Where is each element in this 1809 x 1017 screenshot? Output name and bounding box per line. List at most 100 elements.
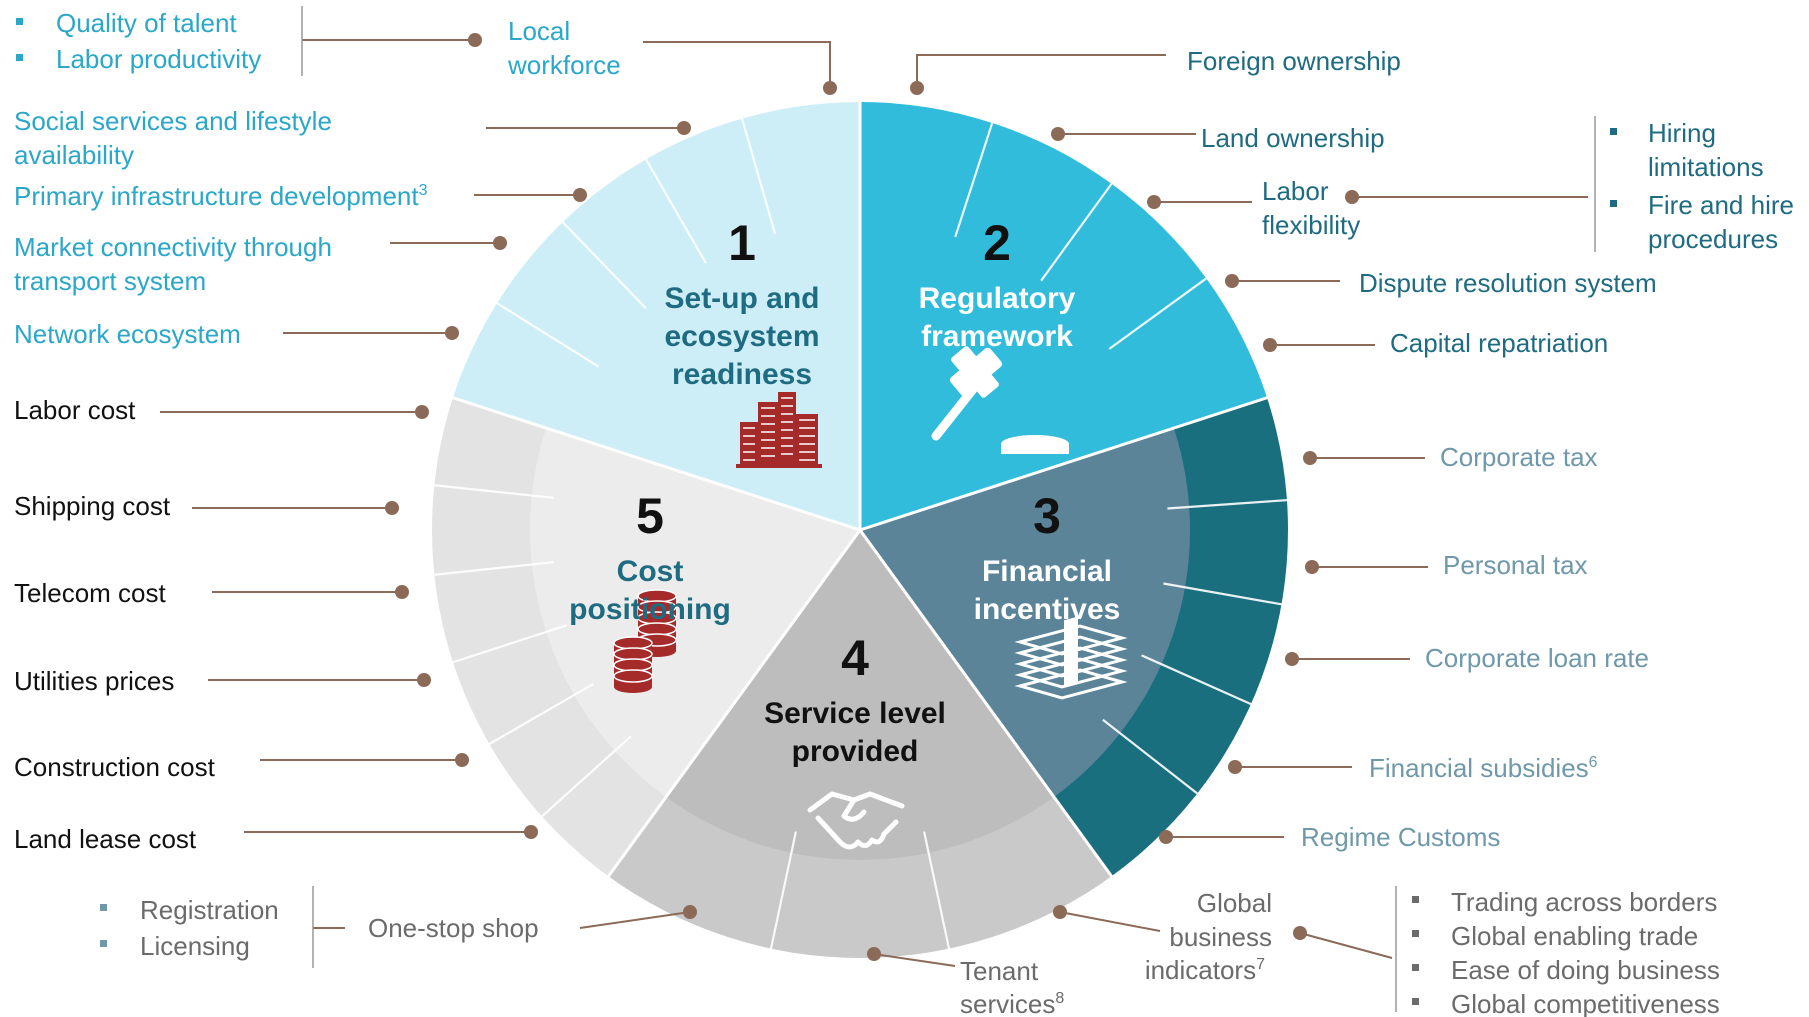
leader-dot: [1053, 905, 1067, 919]
leader-dot: [1225, 274, 1239, 288]
segment-p4-divider: [922, 831, 951, 949]
label-global-business-bullet: Ease of doing business: [1451, 955, 1720, 985]
segment-p5-inner: [530, 428, 860, 797]
segment-p3-divider: [1163, 582, 1282, 606]
segment-p1-divider: [561, 221, 647, 310]
gavel-handle: [931, 383, 979, 441]
segment-p3-divider: [1167, 499, 1288, 510]
segment-p5-divider: [434, 484, 554, 499]
label-one-stop-bullet: Registration: [140, 895, 279, 925]
pillar-separator: [450, 395, 861, 532]
leader-line: [916, 54, 1166, 88]
segment-p5-divider: [541, 735, 632, 818]
leader-dot: [524, 825, 538, 839]
leader-dot: [385, 501, 399, 515]
pillar-p3-title: Financial: [982, 555, 1112, 588]
leader-dot: [1293, 926, 1307, 940]
label-global-business-bullet: Global enabling trade: [1451, 921, 1698, 951]
label-shipping-cost: Shipping cost: [14, 491, 171, 521]
segment-p3-divider: [1102, 718, 1198, 795]
leader-dot: [910, 81, 924, 95]
label-labor-flexibility: Labor: [1262, 176, 1329, 206]
label-labor-flexibility-bullet: Fire and hire: [1648, 190, 1794, 220]
leader-dot: [683, 905, 697, 919]
coin-top: [613, 669, 653, 683]
label-market-connectivity: Market connectivity through: [14, 232, 332, 262]
label-primary-infrastructure: Primary infrastructure development3: [14, 181, 428, 211]
label-foreign-ownership: Foreign ownership: [1187, 46, 1401, 76]
bullet-marker: [1412, 998, 1419, 1005]
bullet-marker: [1610, 128, 1617, 135]
label-local-workforce: Local: [508, 16, 570, 46]
pillar-p2-title: framework: [921, 320, 1073, 353]
handshake-thumb: [841, 797, 867, 822]
label-land-lease-cost: Land lease cost: [14, 824, 197, 854]
leader-dot: [1285, 652, 1299, 666]
leader-dot: [573, 188, 587, 202]
label-global-business: business: [1169, 922, 1272, 952]
segment-p5-divider: [452, 624, 568, 664]
segment-p4-inner: [666, 530, 1054, 861]
segment-p2-divider: [1108, 277, 1207, 350]
pillar-p3-number: 3: [1033, 488, 1061, 544]
pillar-p5-title: positioning: [569, 593, 731, 626]
gavel-block-base: [1001, 444, 1069, 454]
building-base: [736, 464, 822, 468]
leader-dot: [493, 236, 507, 250]
label-one-stop-bullet: Licensing: [140, 931, 250, 961]
label-global-business: Global: [1197, 888, 1272, 918]
leader-dot: [1159, 830, 1173, 844]
segment-p3-inner: [860, 428, 1191, 797]
pillar-p5-title: Cost: [617, 555, 684, 588]
leader-dot: [1345, 190, 1359, 204]
bullet-marker: [1412, 896, 1419, 903]
pillar-separator: [859, 395, 1270, 532]
label-global-business: indicators7: [1145, 955, 1265, 985]
segment-p2-divider: [954, 122, 994, 238]
leader-dot: [415, 405, 429, 419]
label-dispute-resolution: Dispute resolution system: [1359, 268, 1657, 298]
segment-p1-divider: [496, 302, 600, 368]
label-global-business-bullet: Trading across borders: [1451, 887, 1717, 917]
coin-top: [613, 647, 653, 661]
building: [758, 402, 778, 466]
pillar-p1-title: readiness: [672, 358, 812, 391]
segment-p5-divider: [488, 683, 594, 745]
label-social-services: Social services and lifestyle: [14, 106, 332, 136]
building: [778, 392, 796, 466]
coins-icon: [613, 589, 677, 693]
label-network-ecosystem: Network ecosystem: [14, 319, 241, 349]
footnote-superscript: 8: [1055, 990, 1064, 1007]
bullet-marker: [16, 54, 23, 61]
pillar-p2-title: Regulatory: [919, 282, 1076, 315]
coin-top: [613, 658, 653, 672]
label-labor-flexibility: flexibility: [1262, 210, 1360, 240]
label-corporate-loan-rate: Corporate loan rate: [1425, 643, 1649, 673]
buildings-icon: [736, 392, 822, 468]
segment-p5-divider: [434, 561, 554, 576]
pillar-p2-number: 2: [983, 215, 1011, 271]
pillar-p1-title: ecosystem: [664, 320, 819, 353]
leader-dot: [867, 947, 881, 961]
leader-lines: [160, 6, 1596, 1012]
leader-dot: [455, 753, 469, 767]
segment-p4-divider: [769, 831, 798, 949]
handshake-icon: [807, 791, 905, 850]
leader-dot: [1147, 195, 1161, 209]
segment-p3-divider: [1141, 654, 1252, 706]
leader-dot: [823, 81, 837, 95]
gavel-icon: [931, 346, 1069, 454]
label-utilities-prices: Utilities prices: [14, 666, 174, 696]
leader-dot: [1263, 338, 1277, 352]
segment-p1-divider: [645, 158, 707, 264]
leader-dot: [1303, 451, 1317, 465]
label-local-workforce-bullet: Labor productivity: [56, 44, 261, 74]
pillar-p1-number: 1: [728, 215, 756, 271]
label-local-workforce: workforce: [507, 50, 621, 80]
label-labor-flexibility-bullet: limitations: [1648, 152, 1764, 182]
leader-dot: [677, 121, 691, 135]
label-one-stop-shop: One-stop shop: [368, 913, 539, 943]
label-market-connectivity: transport system: [14, 266, 206, 296]
label-corporate-tax: Corporate tax: [1440, 442, 1598, 472]
bullet-marker: [100, 940, 107, 947]
